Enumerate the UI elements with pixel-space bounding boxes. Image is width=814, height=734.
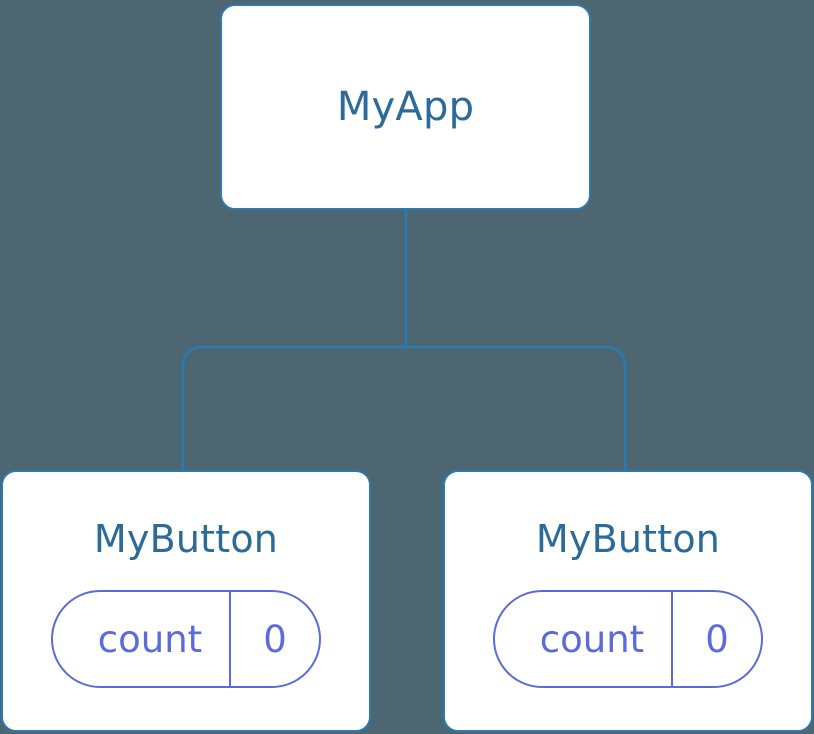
edge-bus-to-child-right bbox=[406, 345, 627, 472]
edge-bus-to-child-left bbox=[181, 345, 406, 472]
state-value-count: 0 bbox=[229, 592, 319, 686]
state-key-count: count bbox=[539, 617, 645, 661]
state-pill-mybutton-1-count[interactable]: count 0 bbox=[51, 590, 321, 688]
state-value-count: 0 bbox=[671, 592, 761, 686]
node-myapp[interactable]: MyApp bbox=[220, 4, 591, 210]
state-key-count: count bbox=[97, 617, 203, 661]
state-pill-mybutton-2-count[interactable]: count 0 bbox=[493, 590, 763, 688]
node-mybutton-1-label: MyButton bbox=[93, 517, 279, 561]
node-mybutton-2-label: MyButton bbox=[535, 517, 721, 561]
node-myapp-label: MyApp bbox=[336, 84, 475, 130]
node-mybutton-2[interactable]: MyButton count 0 bbox=[443, 470, 813, 732]
node-mybutton-1[interactable]: MyButton count 0 bbox=[1, 470, 371, 732]
